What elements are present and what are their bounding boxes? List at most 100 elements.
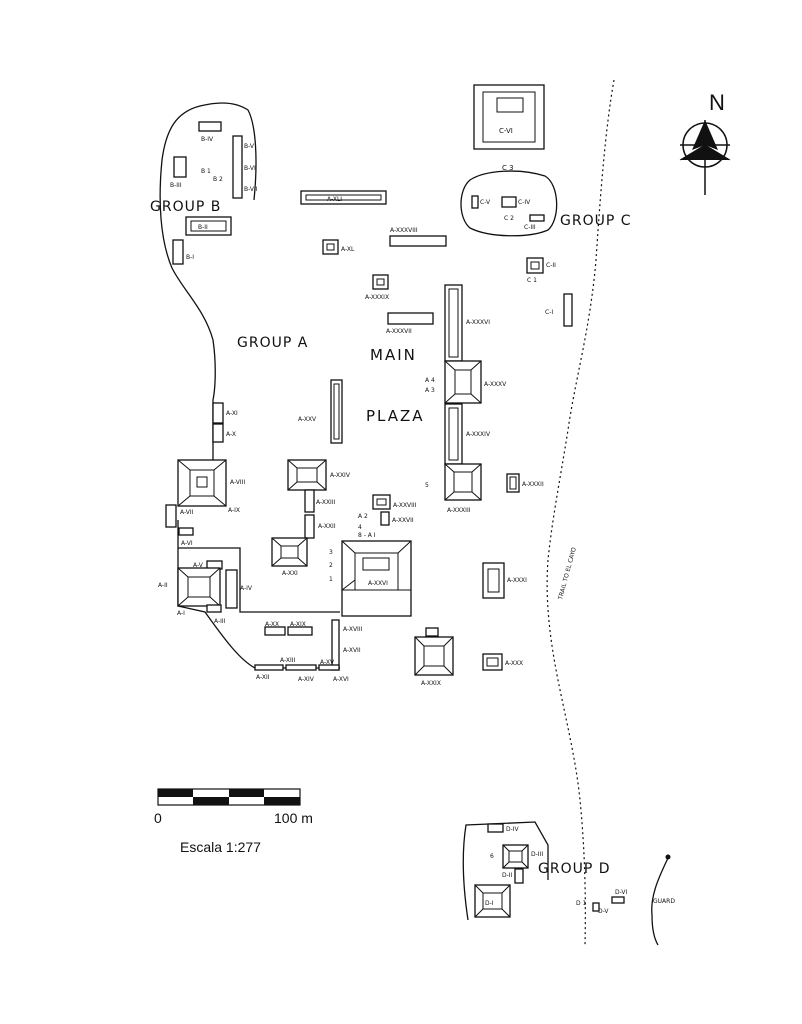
label-d-1: D 1 [576,900,587,907]
label-a-iv: A-IV [240,585,253,592]
structure-a-xli [300,190,387,205]
label-a-xii: A-XII [256,674,270,681]
structure-a-xxv [330,379,343,444]
structure-a-xxxiv [444,403,463,465]
label-b-1: B 1 [201,168,211,175]
structure-a-xxvii [380,511,390,526]
group-c: C-VI C 3 C-IV C-V C 2 C-III C-II C 1 C-I… [471,84,631,327]
scale-bar: 0 100 m Escala 1:277 [154,788,313,855]
structure-d-vi [611,896,625,904]
group-b-boundary [159,102,257,341]
label-a-xxxiii: A-XXXIII [447,507,471,514]
label-a-3: A 3 [425,387,435,394]
north-arrow: N [679,90,731,195]
label-a-xiv: A-XIV [298,676,315,683]
label-a-xxix: A-XXIX [421,680,441,687]
structure-a-xxxviii [389,235,447,247]
structure-a-xii [254,664,284,671]
group-d: D-IV D-III 6 D-II D-I GROUP D D-VI D-V D… [474,823,675,918]
label-a-i: A-I [177,610,185,617]
label-b-ii: B-II [198,224,208,231]
label-group-a: GROUP A [237,335,308,351]
label-a-5: 5 [425,482,429,489]
label-c-vi: C-VI [499,127,513,135]
label-a-xviii: A-XVIII [343,626,363,633]
label-a-v: A-V [193,562,204,569]
label-a-x: A-X [226,431,236,438]
structure-b-v [232,135,243,199]
label-a-xxiv: A-XXIV [330,472,351,479]
structure-c-i [563,293,573,327]
structure-d-v [592,902,600,912]
structure-a-viii [177,459,227,507]
structure-b-iii [173,156,187,178]
label-b-vii: B-VII [244,186,258,193]
structure-a-xl [322,239,339,255]
label-c-ii: C-II [546,262,556,269]
structure-a-x [212,423,224,443]
structure-b-i [172,239,184,265]
label-a-2: A 2 [358,513,368,520]
label-a-4: A 4 [425,377,435,384]
scale-zero: 0 [154,810,162,826]
label-a-xxxiv: A-XXXIV [466,431,491,438]
label-d-i: D-I [485,900,494,907]
group-a: A-XLI A-XXXVIII A-XL A-XXXIX A-XXXVI A-X… [158,190,544,687]
label-group-d: GROUP D [538,861,611,877]
label-a-xxxvi: A-XXXVI [466,319,490,326]
label-b-v: B-V [244,143,255,150]
structure-a-xxx [482,653,503,671]
label-a-xx: A-XX [265,621,279,628]
label-a-xxvii: A-XXVII [392,517,414,524]
structure-a-xi [212,402,224,424]
structure-c-iv [501,196,517,208]
label-a-xix: A-XIX [290,621,306,628]
label-c-1: C 1 [527,277,537,284]
structure-a-xiv [285,664,317,671]
structure-a-xxxi [482,562,505,599]
label-a-3-1: 3 [329,549,333,556]
label-a-xiii: A-XIII [280,657,295,664]
north-label: N [709,90,725,115]
group-b: B-IV B-V B-VI B-VII B-III B 1 B 2 B-II B… [150,121,258,265]
label-a-xxxvii: A-XXXVII [386,328,412,335]
scale-caption: Escala 1:277 [180,839,261,855]
label-a-xxii: A-XXII [318,523,336,530]
structure-a-iv [225,569,238,609]
structure-c-vi [473,84,545,150]
label-a-xli: A-XLI [327,196,342,203]
group-c-boundary [460,170,558,237]
label-a-xv: A-XV [320,659,335,666]
structure-a-xxxvii [387,312,434,325]
label-a-xxx: A-XXX [505,660,523,667]
label-a-xvii: A-XVII [343,647,361,654]
label-plaza: PLAZA [366,407,425,425]
label-b-i: B-I [186,254,194,261]
structure-d-ii [514,868,524,884]
label-a-vi: A-VI [181,540,193,547]
label-a-xvi: A-XVI [333,676,349,683]
road-label: GUARD [653,898,675,905]
trail-label: TRAIL TO EL CAYO [557,546,578,601]
label-a-xxxi: A-XXXI [507,577,527,584]
label-a-vii: A-VII [180,509,194,516]
label-a-xxiii: A-XXIII [316,499,336,506]
structure-a-xix [287,626,313,636]
structure-d-iv [487,823,504,833]
road-curve [651,857,669,946]
label-b-iii: B-III [170,182,182,189]
label-a-1-1: 1 [329,576,333,583]
label-d-6: 6 [490,853,494,860]
structure-a-vi [178,527,194,536]
label-main: MAIN [370,346,417,364]
label-c-2: C 2 [504,215,514,222]
structure-a-xx [264,626,286,636]
road-point [665,854,671,860]
label-a-xl: A-XL [341,246,355,253]
label-a-8-a-i: 8 - A I [358,532,376,539]
label-a-2-1: 2 [329,562,333,569]
structure-a-xxxix [372,274,389,290]
label-a-xxxix: A-XXXIX [365,294,389,301]
structure-a-xxiii [304,489,315,513]
